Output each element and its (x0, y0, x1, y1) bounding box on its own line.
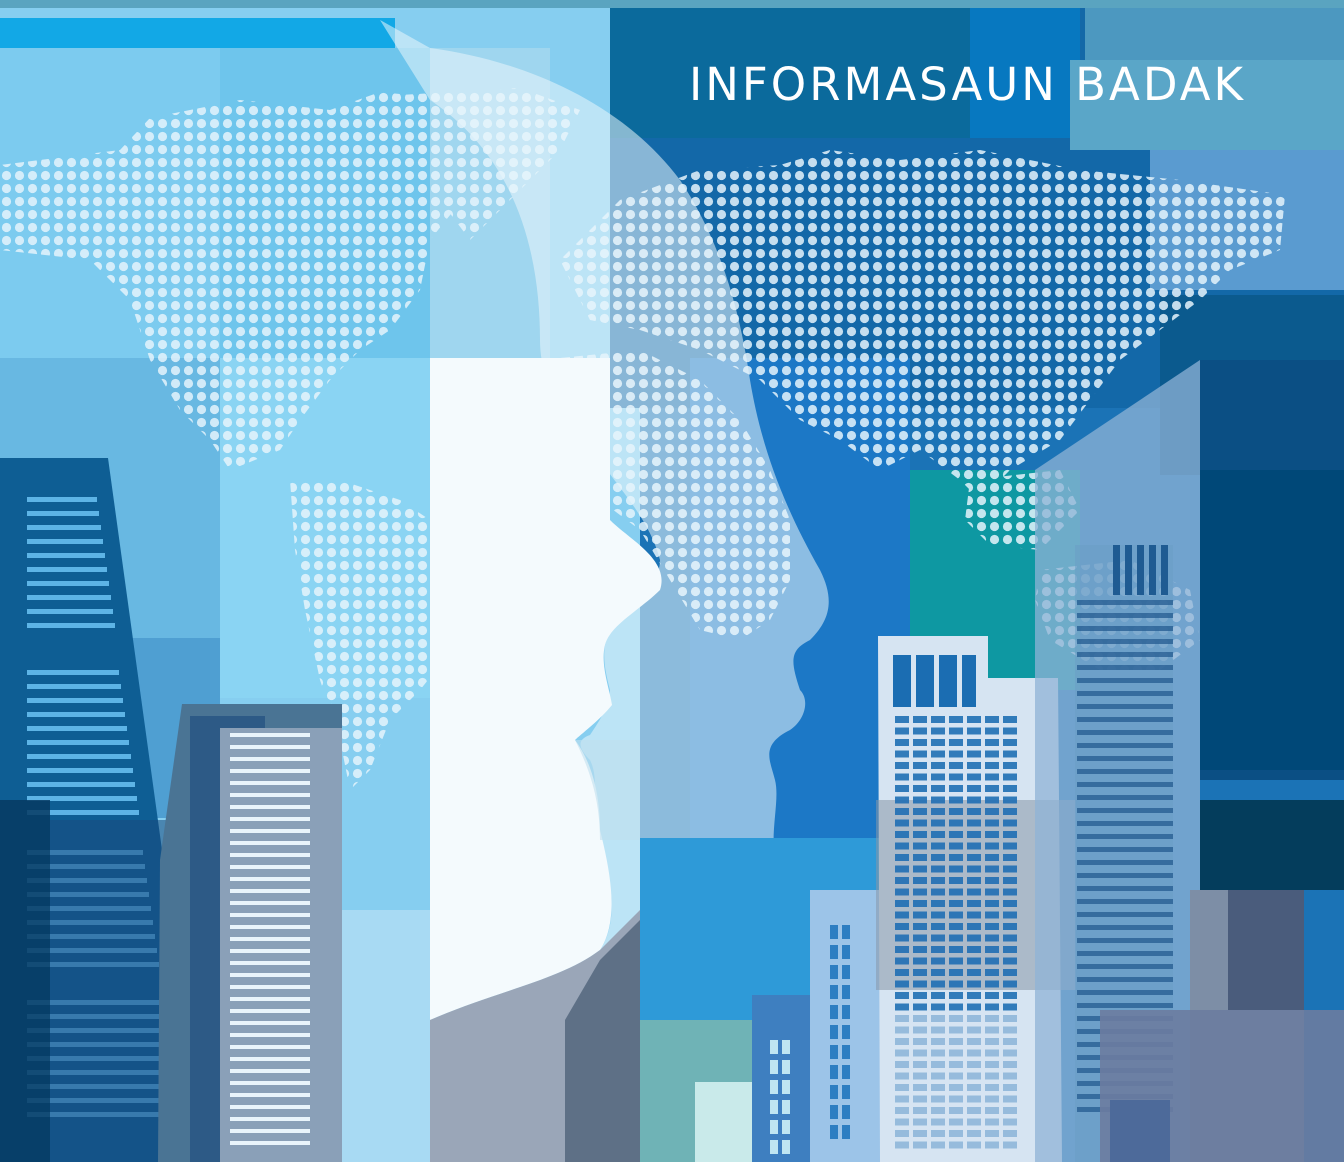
city-skyline-icon (0, 360, 1344, 1162)
cover-title: INFORMASAUN BADAK (688, 58, 1246, 111)
